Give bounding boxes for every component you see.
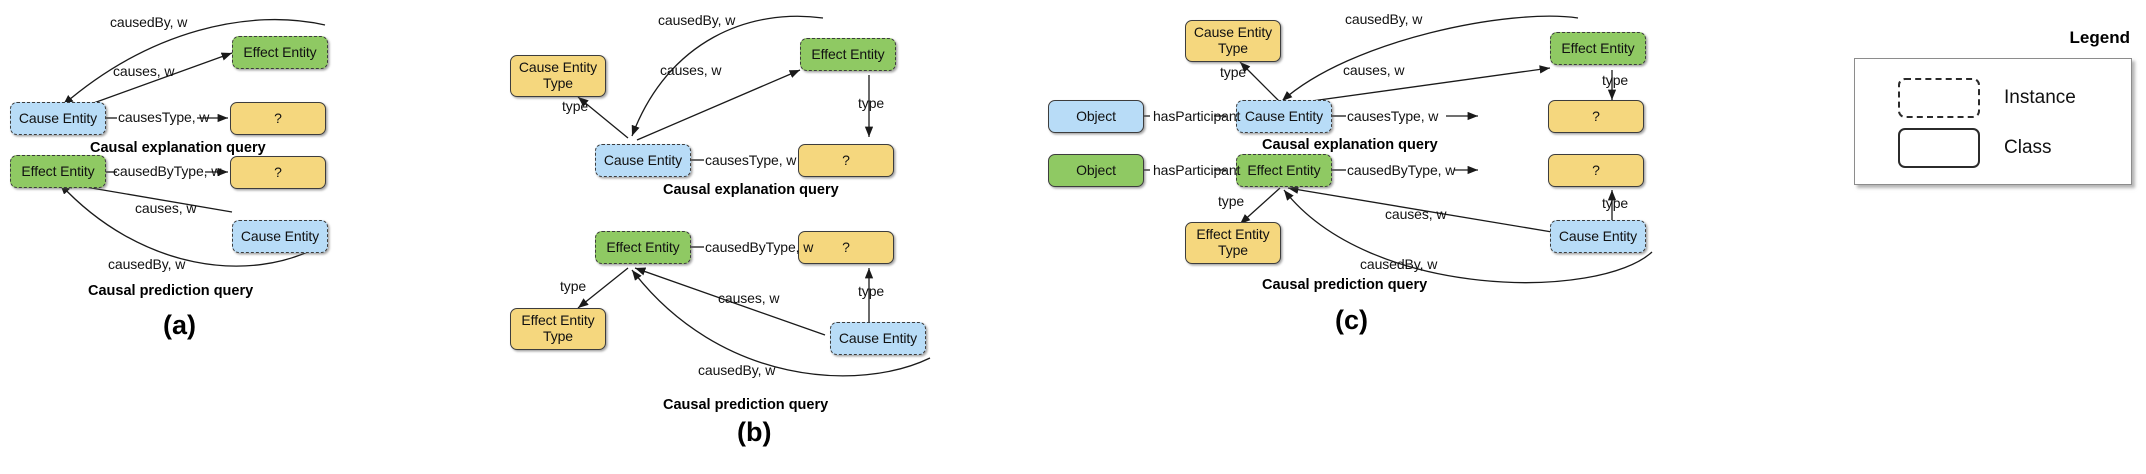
edge-label-causes-upper: causes, w (660, 62, 722, 78)
caption-causal-prediction-c: Causal prediction query (1262, 277, 1428, 293)
edge-label-causes-lower: causes, w (718, 290, 780, 306)
node-cause-entity[interactable]: Cause Entity (1236, 100, 1332, 133)
edge-label-causestype: causesType, w (1347, 108, 1439, 124)
panel-letter-a: (a) (163, 310, 196, 340)
class-swatch-icon (1898, 128, 1980, 168)
legend-row-instance: Instance (1898, 78, 2076, 118)
panel-c: Cause Entity Type Object Cause Entity Ef… (1040, 0, 1800, 474)
node-effect-entity[interactable]: Effect Entity (1550, 32, 1646, 65)
node-effect-entity-lower[interactable]: Effect Entity (10, 155, 106, 188)
instance-swatch-icon (1898, 78, 1980, 118)
node-cause-entity-lower[interactable]: Cause Entity (1550, 220, 1646, 253)
legend-row-class: Class (1898, 128, 2052, 168)
edge-label-causedby-lower: causedBy, w (698, 362, 776, 378)
edge-label-causedby-lower: causedBy, w (1360, 256, 1438, 272)
node-object-lower[interactable]: Object (1048, 154, 1144, 187)
edge-label-hasparticipant-lower: hasParticipant (1153, 162, 1241, 178)
panel-a: Cause Entity Effect Entity ? Effect Enti… (0, 0, 500, 474)
node-unknown-class[interactable]: ? (1548, 100, 1644, 133)
edge-label-causes-lower: causes, w (1385, 206, 1447, 222)
node-effect-entity-lower[interactable]: Effect Entity (1236, 154, 1332, 187)
edge-label-causes-lower: causes, w (135, 200, 197, 216)
edge-label-causedbytype: causedByType, w (113, 163, 222, 179)
caption-causal-explanation-c: Causal explanation query (1262, 137, 1438, 153)
node-effect-entity[interactable]: Effect Entity (232, 36, 328, 69)
node-unknown-class-lower[interactable]: ? (230, 156, 326, 189)
node-cause-entity-type[interactable]: Cause Entity Type (510, 55, 606, 97)
legend-label-class: Class (2004, 137, 2052, 158)
node-cause-entity-type[interactable]: Cause Entity Type (1185, 20, 1281, 62)
panel-letter-c: (c) (1335, 305, 1368, 335)
node-cause-entity[interactable]: Cause Entity (595, 144, 691, 177)
caption-causal-explanation-b: Causal explanation query (663, 182, 839, 198)
edge-label-type-cause-lower: type (1602, 195, 1629, 211)
panel-c-edges (1128, 15, 1653, 284)
edge-label-causedby-upper: causedBy, w (110, 14, 188, 30)
edge-label-causedby-upper: causedBy, w (658, 12, 736, 28)
edge-label-type-effect-lower: type (560, 278, 587, 294)
edge-label-type-cause: type (562, 98, 589, 114)
edge-label-causedbytype: causedByType, w (1347, 162, 1456, 178)
edge-label-causedbytype: causedByType, w (705, 239, 814, 255)
node-unknown-class[interactable]: ? (230, 102, 326, 135)
edge-label-type-effect-upper: type (1602, 72, 1629, 88)
edge-label-type-effect-lower: type (1218, 193, 1245, 209)
edge-label-causes-upper: causes, w (1343, 62, 1405, 78)
node-unknown-class-lower[interactable]: ? (1548, 154, 1644, 187)
edge-label-type-cause: type (1220, 64, 1247, 80)
node-unknown-class[interactable]: ? (798, 144, 894, 177)
edge-label-causes-upper: causes, w (113, 63, 175, 79)
node-effect-entity[interactable]: Effect Entity (800, 38, 896, 71)
edge-label-causedby-upper: causedBy, w (1345, 11, 1423, 27)
caption-causal-explanation-a: Causal explanation query (90, 140, 266, 156)
node-object-upper[interactable]: Object (1048, 100, 1144, 133)
legend-label-instance: Instance (2004, 87, 2076, 108)
panel-b: Cause Entity Type Cause Entity Effect En… (500, 0, 1040, 474)
node-cause-entity-lower[interactable]: Cause Entity (232, 220, 328, 253)
edge-label-causestype: causesType, w (705, 152, 797, 168)
node-effect-entity-type[interactable]: Effect Entity Type (510, 308, 606, 350)
node-cause-entity-lower[interactable]: Cause Entity (830, 322, 926, 355)
edge-label-hasparticipant-upper: hasParticipant (1153, 108, 1241, 124)
caption-causal-prediction-a: Causal prediction query (88, 283, 254, 299)
legend-title: Legend (2069, 28, 2130, 47)
edge-label-causestype: causesType, w (118, 109, 210, 125)
edge-label-type-cause-lower: type (858, 283, 885, 299)
panel-letter-b: (b) (737, 417, 772, 447)
caption-causal-prediction-b: Causal prediction query (663, 397, 829, 413)
node-cause-entity[interactable]: Cause Entity (10, 102, 106, 135)
edge-label-type-effect-upper: type (858, 95, 885, 111)
edge-label-causedby-lower: causedBy, w (108, 256, 186, 272)
node-effect-entity-type[interactable]: Effect Entity Type (1185, 222, 1281, 264)
node-effect-entity-lower[interactable]: Effect Entity (595, 231, 691, 264)
legend: Legend Instance Class (1800, 0, 2146, 474)
